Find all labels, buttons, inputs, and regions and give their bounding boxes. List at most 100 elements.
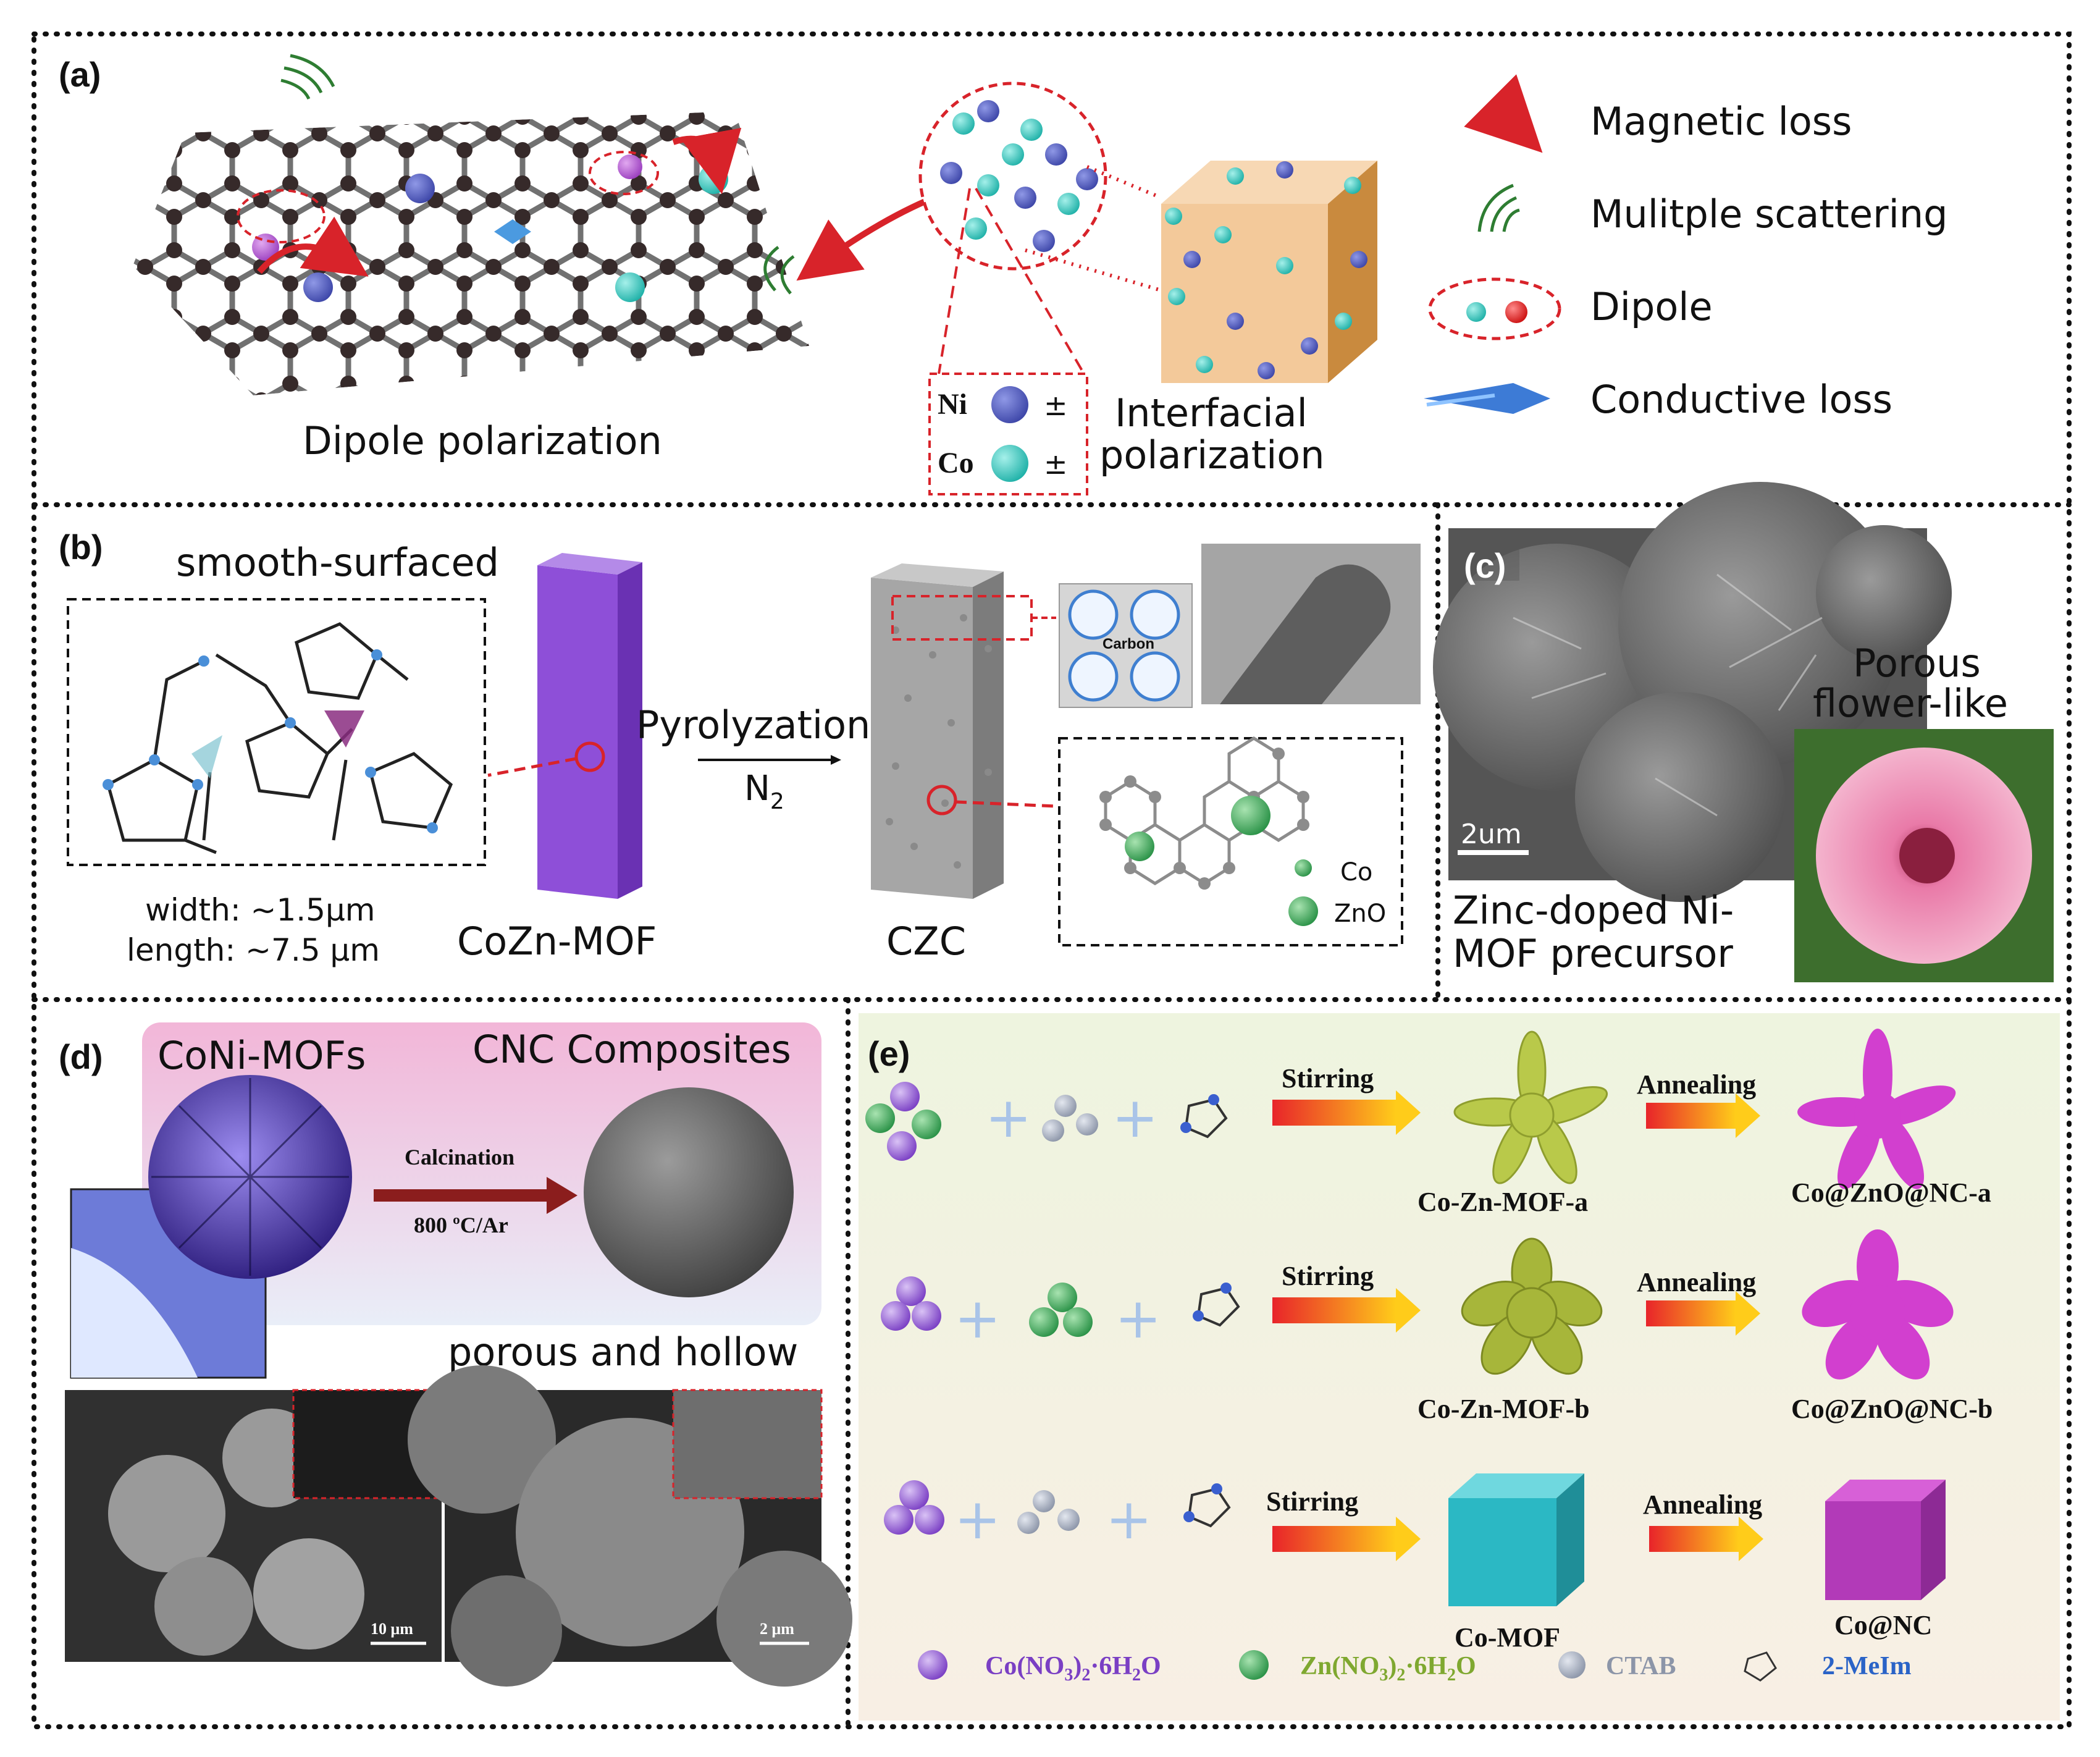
legend-dipole: Dipole (1590, 284, 1713, 329)
panel-borders (32, 32, 2072, 1729)
conductive-loss-marker (494, 219, 531, 244)
svg-text:+: + (954, 1487, 1001, 1552)
ctab-label: CTAB (1606, 1652, 1676, 1680)
graphene-sheet (133, 111, 809, 395)
panel-b-label: (b) (59, 528, 103, 567)
co-mof-label: Co-MOF (1455, 1622, 1560, 1653)
annealing-arrow-1 (1646, 1103, 1736, 1129)
coni-mofs-label: CoNi-MOFs (158, 1033, 366, 1078)
cnc-composites-label: CNC Composites (472, 1027, 791, 1072)
width-label: width: ~1.5μm (145, 892, 376, 928)
dipole-ellipse (237, 189, 326, 243)
panel-e-label: (e) (868, 1034, 910, 1073)
co-label: Co (938, 447, 974, 479)
multiple-scattering-icon (1477, 183, 1520, 232)
co-zno-nc-b-shape (1802, 1229, 1954, 1380)
ni-atom (405, 174, 435, 203)
zn-nitrate-marker (1239, 1650, 1269, 1680)
legend-magnetic-loss: Magnetic loss (1590, 99, 1852, 144)
row-2-reagents: + + (881, 1276, 1240, 1351)
plus-signs: ± (1044, 389, 1068, 422)
panel-b: (b) smooth-surfaced width: ~1.5μm length… (59, 528, 1421, 968)
stirring-label-1: Stirring (1282, 1063, 1374, 1093)
dipole-icon (1428, 277, 1561, 340)
legend-conductive-loss: Conductive loss (1590, 377, 1892, 422)
stirring-arrow-2 (1272, 1297, 1396, 1323)
legend-multiple-scattering: Mulitple scattering (1590, 192, 1948, 237)
co-legend-marker (1295, 859, 1312, 877)
stirring-arrow-3 (1272, 1526, 1396, 1552)
czc-label: CZC (886, 919, 966, 964)
ni-label: Ni (938, 388, 967, 421)
2-meim-label: 2-MeIm (1822, 1652, 1912, 1680)
loss-legend: Magnetic loss Mulitple scattering Dipole… (1424, 74, 1948, 422)
composite-cube (1161, 161, 1377, 383)
porous-label: Porous (1853, 641, 1981, 686)
panel-a-label: (a) (59, 55, 101, 94)
co-zn-mof-a-shape (1453, 1030, 1608, 1184)
panel-a: (a) Dipole polarization (59, 54, 1948, 495)
co-zno-nc-a-label: Co@ZnO@NC-a (1791, 1178, 1991, 1208)
zoom-lines (938, 187, 1085, 375)
sem-flower-image (1433, 482, 1952, 902)
sem-spheres-image (65, 1389, 443, 1662)
co-zn-mof-b-label: Co-Zn-MOF-b (1418, 1394, 1590, 1424)
annealing-label-2: Annealing (1637, 1267, 1756, 1297)
tem-image (1201, 544, 1421, 704)
sem-porous-image (408, 1365, 852, 1687)
zno-legend-label: ZnO (1334, 900, 1386, 928)
reagent-legend: Co(NO3)2·6H2O Zn(NO3)2·6H2O CTAB 2-MeIm (918, 1650, 1912, 1685)
magnetic-loss-arrow (257, 216, 369, 277)
co-zn-mof-b-shape (1461, 1237, 1603, 1375)
conductive-loss-icon (1424, 383, 1550, 414)
svg-text:+: + (954, 1286, 1001, 1351)
ctab-marker (1558, 1651, 1586, 1679)
scale-label-1: 10 μm (371, 1620, 413, 1638)
polarization-caption: polarization (1099, 432, 1325, 478)
panel-d-label: (d) (59, 1037, 103, 1076)
flower-like-label: flower-like (1813, 681, 2008, 726)
calcination-label: Calcination (405, 1145, 514, 1169)
zoom-marker (574, 741, 605, 772)
co-zn-mof-a-label: Co-Zn-MOF-a (1418, 1187, 1588, 1217)
dopant-atom (252, 234, 279, 261)
co-nc-cube (1825, 1480, 1946, 1600)
mof-precursor-caption: MOF precursor (1453, 931, 1733, 976)
co-zno-nc-a-shape (1797, 1029, 1956, 1189)
cnc-sphere (584, 1087, 794, 1297)
annealing-label-1: Annealing (1637, 1069, 1756, 1100)
molecular-structure (106, 622, 453, 854)
annealing-arrow-2 (1646, 1300, 1736, 1326)
carbon-label: Carbon (1102, 636, 1154, 652)
co-sphere (991, 445, 1028, 482)
dipole-polarization-caption: Dipole polarization (303, 418, 662, 463)
interfacial-caption: Interfacial (1115, 390, 1308, 436)
co-nitrate-label: Co(NO3)2·6H2O (985, 1652, 1161, 1685)
carbon-pore-inset: Carbon (1059, 583, 1193, 708)
panel-c-label: (c) (1464, 546, 1506, 585)
panel-d: (d) CoNi-MOFs CNC Composites Calcination… (59, 1022, 852, 1687)
co-atom (1125, 832, 1154, 861)
magnified-particles (918, 82, 1107, 271)
porous-hollow-label: porous and hollow (448, 1329, 798, 1375)
temperature-label: 800 ºC/Ar (414, 1213, 508, 1237)
zno-legend-marker (1288, 896, 1318, 926)
molecular-atoms (103, 649, 438, 833)
ni-co-charge-box: Ni ± Co ± (928, 373, 1088, 495)
row-1-reagents: + + (865, 1082, 1228, 1161)
zn-nitrate-label: Zn(NO3)2·6H2O (1300, 1652, 1476, 1685)
dopant-atom (618, 154, 642, 179)
peony-photo (1794, 729, 2054, 982)
co-nc-label: Co@NC (1834, 1610, 1932, 1640)
stirring-arrow-1 (1272, 1100, 1396, 1126)
zoom-line (487, 757, 577, 777)
ni-atom (303, 272, 333, 302)
svg-text:+: + (1106, 1487, 1152, 1552)
magnetic-loss-icon (1464, 74, 1543, 153)
svg-text:+: + (985, 1085, 1031, 1150)
pyrolyzation-label: Pyrolyzation (636, 702, 870, 748)
co-nitrate-marker (918, 1650, 947, 1680)
scale-label-2: 2 μm (760, 1620, 794, 1638)
ni-sphere (991, 386, 1028, 423)
row-3-reagents: + + (884, 1480, 1231, 1552)
